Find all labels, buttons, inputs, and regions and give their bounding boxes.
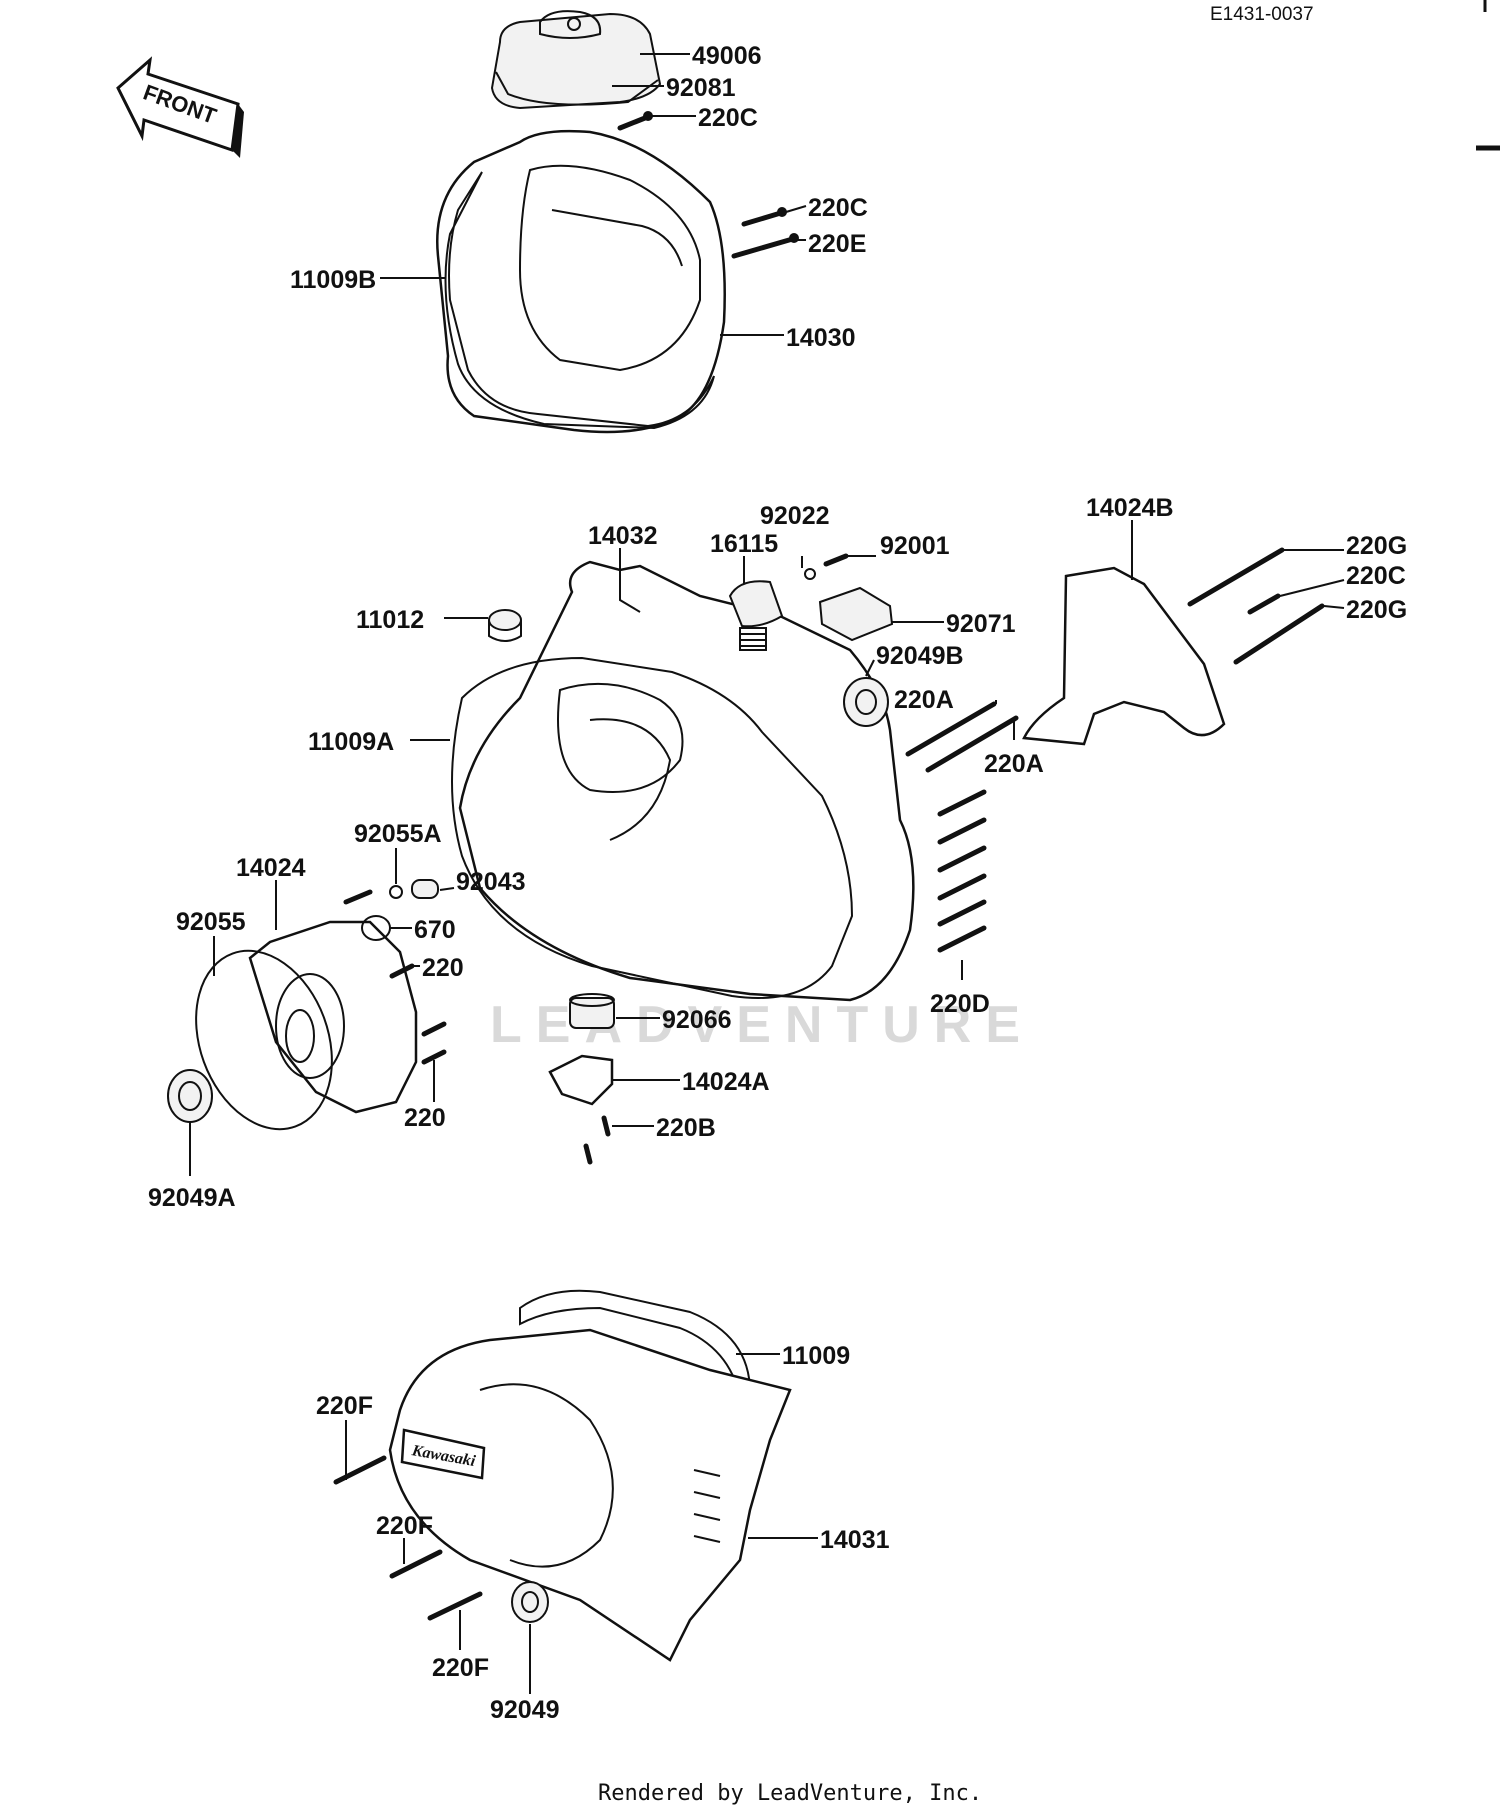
part-92049B-seal [843, 677, 889, 727]
part-92001-bolt-icon [823, 553, 849, 567]
label-11009A: 11009A [308, 728, 394, 756]
label-220: 220 [422, 954, 464, 982]
part-92049-seal [511, 1581, 549, 1623]
bolt-220C-side-icon [741, 207, 787, 227]
bolt-220C-top-icon [617, 111, 653, 131]
part-14032-clutch-cover [458, 560, 915, 1002]
label-14024A: 14024A [682, 1068, 770, 1096]
label-92049B: 92049B [876, 642, 964, 670]
label-220E: 220E [808, 230, 866, 258]
label-220G: 220G [1346, 532, 1407, 560]
label-92055A: 92055A [354, 820, 442, 848]
part-92055A-ring [389, 885, 403, 899]
label-92022: 92022 [760, 502, 830, 530]
cover-bore [275, 973, 345, 1079]
bolts-220B-icon [583, 1115, 611, 1165]
label-220C: 220C [808, 194, 868, 222]
part-92066-bushing [569, 993, 615, 1029]
part-14024-sprocket-cover [248, 920, 418, 1114]
label-49006: 49006 [692, 42, 762, 70]
footer-credit: Rendered by LeadVenture, Inc. [598, 1781, 982, 1806]
part-11009A-gasket [451, 656, 854, 999]
cover-outline-inner [479, 1383, 614, 1568]
part-labels: 49006 92081 220C 220C 220E 11009B 14030 … [148, 42, 1407, 1724]
label-14024B: 14024B [1086, 494, 1174, 522]
label-11009B: 11009B [290, 266, 376, 294]
front-arrow-icon: FRONT [116, 56, 244, 158]
label-16115: 16115 [710, 530, 778, 558]
part-14024A-bracket [548, 1054, 614, 1106]
cover-inner-rim [518, 164, 701, 372]
label-92055: 92055 [176, 908, 246, 936]
label-220C: 220C [698, 104, 758, 132]
part-11009B-gasket [444, 171, 715, 430]
label-92049A: 92049A [148, 1184, 236, 1212]
label-220A: 220A [894, 686, 954, 714]
label-220C: 220C [1346, 562, 1406, 590]
label-220F: 220F [316, 1392, 373, 1420]
label-92001: 92001 [880, 532, 950, 560]
bolt-220A-lower-icon [925, 715, 1019, 773]
emblem: Kawasaki [400, 1428, 486, 1480]
part-92081-gasket [495, 71, 659, 106]
label-92071: 92071 [946, 610, 1016, 638]
part-92071-guide [818, 586, 894, 642]
cover-rib [551, 209, 683, 267]
label-11009: 11009 [782, 1342, 850, 1370]
vent-slots [693, 1469, 721, 1543]
label-220D: 220D [930, 990, 990, 1018]
label-220: 220 [404, 1104, 446, 1132]
label-14030: 14030 [786, 324, 856, 352]
label-670: 670 [414, 916, 456, 944]
label-92043: 92043 [456, 868, 526, 896]
cover-chamber [557, 682, 684, 793]
part-14031-outer-cover [388, 1328, 792, 1662]
part-92049A-seal [167, 1069, 213, 1123]
bolt-220E-icon [731, 233, 799, 259]
label-14024: 14024 [236, 854, 306, 882]
label-220F: 220F [432, 1654, 489, 1682]
part-92055-oring [195, 949, 333, 1131]
label-14031: 14031 [820, 1526, 890, 1554]
bolt-220A-upper-icon [905, 701, 997, 757]
part-92022-washer [804, 568, 816, 580]
cover-rib [589, 718, 672, 841]
part-16115-oil-cap [728, 580, 784, 651]
label-11012: 11012 [356, 606, 424, 634]
label-220B: 220B [656, 1114, 716, 1142]
part-49006-cap [490, 10, 662, 110]
part-14030-inner-cover [436, 129, 726, 434]
part-11012-plug [488, 609, 522, 642]
part-92043-pin [411, 879, 439, 899]
bolts-220G-220C-icon [1187, 547, 1325, 665]
label-220A: 220A [984, 750, 1044, 778]
label-92066: 92066 [662, 1006, 732, 1034]
bolts-220D-icon [937, 789, 987, 953]
bolts-220-icon [343, 889, 447, 1065]
part-14024B-chain-guard [1022, 566, 1226, 746]
label-92081: 92081 [666, 74, 736, 102]
label-14032: 14032 [588, 522, 658, 550]
bolts-220F-icon [333, 1455, 483, 1621]
label-92049: 92049 [490, 1696, 560, 1724]
leader-lines [189, 53, 1345, 1694]
reference-code: E1431-0037 [1210, 4, 1314, 25]
label-220G: 220G [1346, 596, 1407, 624]
label-220F: 220F [376, 1512, 433, 1540]
